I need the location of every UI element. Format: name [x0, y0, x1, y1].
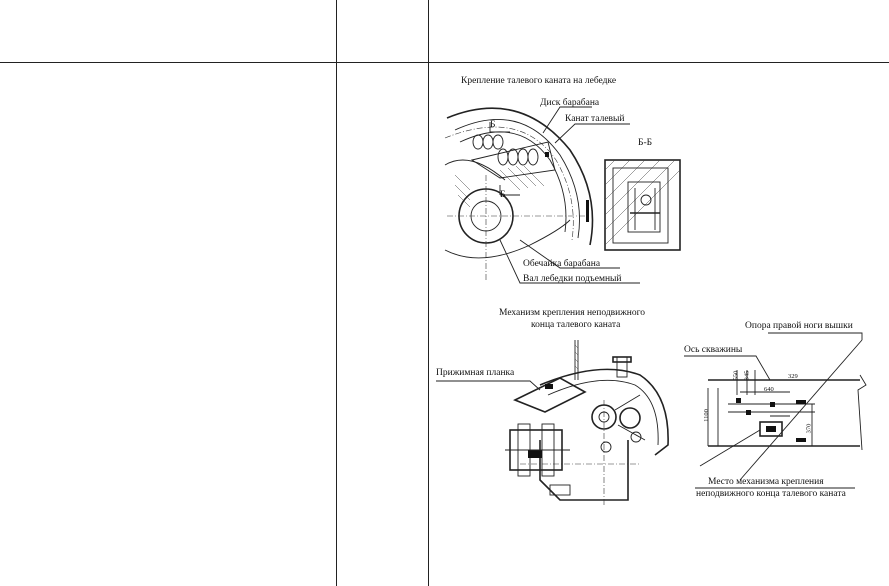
drum-drawing [444, 106, 681, 284]
shell-label: Обечайка барабана [523, 259, 601, 269]
dim-345: 345 [743, 370, 751, 381]
anchor-place-block [759, 421, 783, 437]
plan-drawing [684, 332, 867, 489]
section-mark-top: Б [490, 120, 496, 130]
dim-329: 329 [788, 373, 798, 380]
section-bb [604, 159, 681, 251]
rope-label: Канат талевый [565, 114, 625, 124]
place-label-line2: неподвижного конца талевого каната [696, 489, 846, 499]
anchor-title-line1: Механизм крепления неподвижного [499, 308, 646, 318]
dim-550: 550 [732, 370, 740, 381]
support-label: Опора правой ноги вышки [745, 321, 853, 331]
section-mark-bottom: Б [500, 190, 506, 200]
place-label-line1: Место механизма крепления [708, 477, 824, 487]
shaft-label: Вал лебедки подъемный [523, 274, 622, 284]
drum-drawing-title: Крепление талевого каната на лебедке [461, 76, 617, 86]
rope-coils [472, 134, 539, 166]
dim-640: 640 [764, 386, 774, 393]
axis-label: Ось скважины [684, 345, 743, 355]
anchor-drawing [436, 340, 669, 505]
anchor-title-line2: конца талевого каната [531, 320, 621, 330]
dim-1100: 1100 [702, 409, 710, 422]
dim-370: 370 [805, 423, 813, 434]
section-label: Б-Б [638, 138, 653, 148]
disk-label: Диск барабана [540, 98, 600, 108]
clamp-label: Прижимная планка [436, 368, 515, 378]
